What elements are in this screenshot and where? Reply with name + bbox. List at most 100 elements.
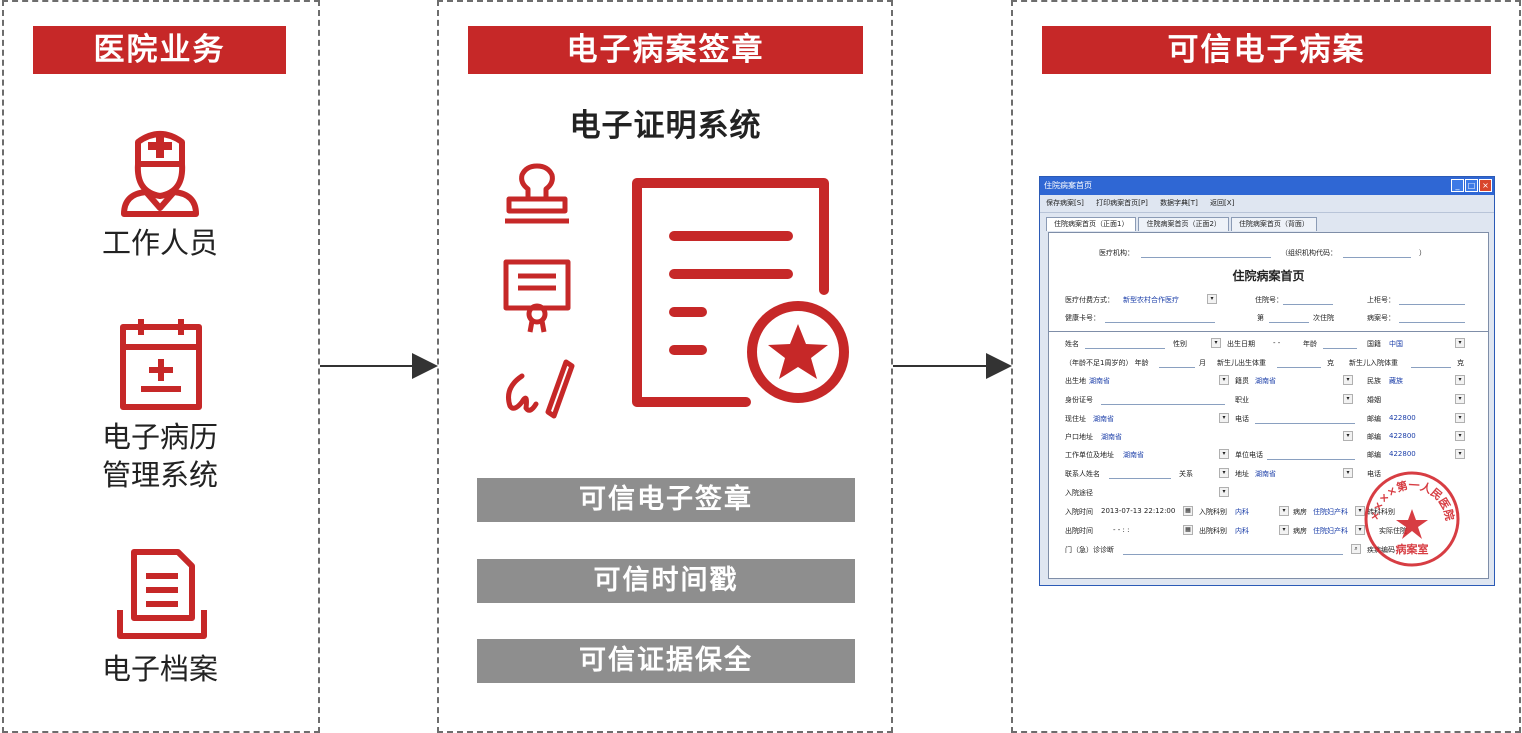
contact-input[interactable]: [1109, 478, 1171, 479]
relation-label: 关系: [1179, 470, 1193, 478]
data-dictionary-button[interactable]: 数据字典[T]: [1160, 199, 1198, 207]
work-unit-dropdown-icon[interactable]: ▾: [1219, 449, 1229, 459]
newborn-weight-input[interactable]: [1277, 367, 1321, 368]
gram-label: 克: [1327, 359, 1334, 367]
postcode-dropdown-icon[interactable]: ▾: [1455, 413, 1465, 423]
emr-label-line1: 电子病历: [101, 420, 218, 454]
pay-mode-dropdown-icon[interactable]: ▾: [1207, 294, 1217, 304]
discharge-ward-label: 病房: [1293, 527, 1307, 535]
job-dropdown-icon[interactable]: ▾: [1343, 394, 1353, 404]
admit-calendar-icon[interactable]: ▦: [1183, 506, 1193, 516]
close-icon[interactable]: ×: [1479, 179, 1492, 192]
work-postcode-dropdown-icon[interactable]: ▾: [1455, 449, 1465, 459]
hukou-postcode-dropdown-icon[interactable]: ▾: [1455, 431, 1465, 441]
discharge-calendar-icon[interactable]: ▦: [1183, 525, 1193, 535]
admit-dept-value: 内科: [1235, 508, 1249, 516]
tab-back[interactable]: 住院病案首页（背面）: [1230, 217, 1317, 231]
phone-label: 电话: [1235, 415, 1249, 423]
institution-input[interactable]: [1141, 257, 1271, 258]
flow-arrow-2: [893, 365, 993, 367]
name-label: 姓名: [1065, 340, 1079, 348]
times-label: 次住院: [1313, 314, 1334, 322]
addr2-dropdown-icon[interactable]: ▾: [1343, 468, 1353, 478]
id-no-label: 身份证号: [1065, 396, 1093, 404]
hukou-dropdown-icon[interactable]: ▾: [1343, 431, 1353, 441]
minimize-icon[interactable]: _: [1451, 179, 1464, 192]
work-unit-label: 工作单位及地址: [1065, 451, 1114, 459]
trusted-timestamp-button[interactable]: 可信时间戳: [477, 559, 855, 603]
address-label: 现住址: [1065, 415, 1086, 423]
name-input[interactable]: [1085, 348, 1165, 349]
native-dropdown-icon[interactable]: ▾: [1343, 375, 1353, 385]
nationality-dropdown-icon[interactable]: ▾: [1455, 338, 1465, 348]
tab-front-2[interactable]: 住院病案首页（正面2）: [1138, 217, 1229, 231]
trusted-e-signature-button[interactable]: 可信电子签章: [477, 478, 855, 522]
postcode-label: 邮编: [1367, 415, 1381, 423]
admit-path-dropdown-icon[interactable]: ▾: [1219, 487, 1229, 497]
nth-input[interactable]: [1269, 322, 1309, 323]
postcode-value: 422800: [1389, 414, 1416, 422]
admit-path-label: 入院途径: [1065, 489, 1093, 497]
addr2-label: 地址: [1235, 470, 1249, 478]
pay-mode-label: 医疗付费方式：: [1065, 296, 1114, 304]
ethnic-dropdown-icon[interactable]: ▾: [1455, 375, 1465, 385]
trusted-evidence-button[interactable]: 可信证据保全: [477, 639, 855, 683]
admit-time-value[interactable]: 2013-07-13 22:12:00: [1101, 507, 1176, 515]
flow-arrow-2-head: [986, 353, 1012, 379]
return-button[interactable]: 返回[X]: [1210, 199, 1235, 207]
hospital-seal-stamp: ××××第一人民医院 病案室: [1364, 471, 1460, 567]
contact-label: 联系人姓名: [1065, 470, 1100, 478]
flow-arrow-1-head: [412, 353, 438, 379]
ward-dropdown-icon[interactable]: ▾: [1355, 506, 1365, 516]
archive-no-label: 上柜号：: [1367, 296, 1395, 304]
birthdate-label: 出生日期: [1227, 340, 1255, 348]
diagnosis-search-icon[interactable]: ⌕: [1351, 544, 1361, 554]
address-dropdown-icon[interactable]: ▾: [1219, 413, 1229, 423]
birthplace-dropdown-icon[interactable]: ▾: [1219, 375, 1229, 385]
form-heading: 住院病案首页: [1232, 269, 1305, 283]
diagnosis-input[interactable]: [1123, 554, 1343, 555]
org-code-close: ）: [1419, 249, 1426, 257]
flow-arrow-1: [320, 365, 424, 367]
phone-input[interactable]: [1255, 423, 1355, 424]
infant-age-input[interactable]: [1159, 367, 1195, 368]
inpatient-no-input[interactable]: [1283, 304, 1333, 305]
institution-label: 医疗机构：: [1099, 249, 1134, 257]
tab-front-1[interactable]: 住院病案首页（正面1）: [1046, 217, 1137, 231]
hukou-label: 户口地址: [1065, 433, 1093, 441]
case-no-label: 病案号：: [1367, 314, 1395, 322]
work-unit-value: 湖南省: [1123, 451, 1144, 459]
pay-mode-value: 新型农村合作医疗: [1123, 296, 1179, 304]
work-phone-input[interactable]: [1267, 459, 1355, 460]
sex-dropdown-icon[interactable]: ▾: [1211, 338, 1221, 348]
trusted-record-banner: 可信电子病案: [1042, 26, 1491, 74]
newborn-weight-label: 新生儿出生体重: [1217, 359, 1266, 367]
admit-dept-label: 入院科别: [1199, 508, 1227, 516]
seal-bottom-text: 病案室: [1396, 542, 1429, 556]
admit-dept-dropdown-icon[interactable]: ▾: [1279, 506, 1289, 516]
hukou-postcode-value: 422800: [1389, 432, 1416, 440]
relation-dropdown-icon[interactable]: ▾: [1219, 468, 1229, 478]
marital-label: 婚姻: [1367, 396, 1381, 404]
discharge-dept-dropdown-icon[interactable]: ▾: [1279, 525, 1289, 535]
work-phone-label: 单位电话: [1235, 451, 1263, 459]
discharge-time-value[interactable]: - - : :: [1113, 526, 1130, 534]
save-record-button[interactable]: 保存病案[S]: [1046, 199, 1084, 207]
nationality-value: 中国: [1389, 340, 1403, 348]
newborn-in-weight-input[interactable]: [1411, 367, 1451, 368]
health-card-input[interactable]: [1105, 322, 1215, 323]
org-code-input[interactable]: [1343, 257, 1411, 258]
archive-no-input[interactable]: [1399, 304, 1465, 305]
id-no-input[interactable]: [1101, 404, 1225, 405]
case-no-input[interactable]: [1399, 322, 1465, 323]
work-postcode-value: 422800: [1389, 450, 1416, 458]
birthdate-value[interactable]: - -: [1273, 339, 1281, 347]
print-record-button[interactable]: 打印病案首页[P]: [1096, 199, 1148, 207]
emr-label-line2: 管理系统: [101, 458, 218, 492]
discharge-ward-dropdown-icon[interactable]: ▾: [1355, 525, 1365, 535]
window-title: 住院病案首页: [1044, 181, 1092, 190]
newborn-in-weight-label: 新生儿入院体重: [1349, 359, 1398, 367]
maximize-icon[interactable]: □: [1465, 179, 1478, 192]
age-input[interactable]: [1323, 348, 1357, 349]
marital-dropdown-icon[interactable]: ▾: [1455, 394, 1465, 404]
